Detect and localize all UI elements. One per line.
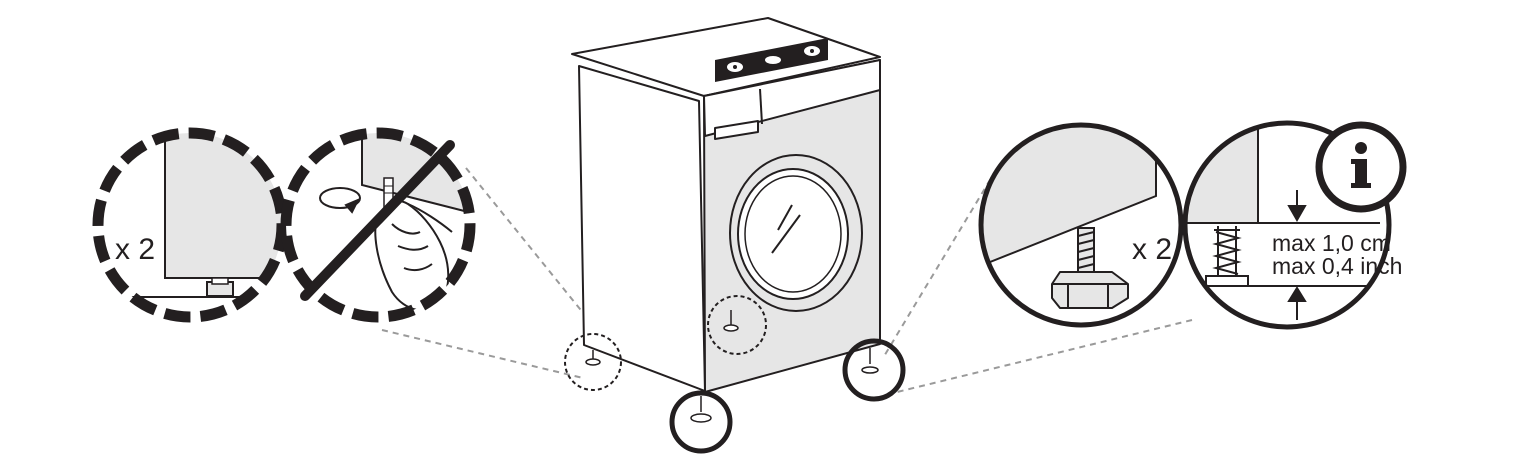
count-right-label: x 2 [1132,233,1172,266]
machine-top [571,17,881,97]
machine-foot-right [861,348,879,374]
spirit-level-icon [715,38,828,82]
count-left-label: x 2 [115,233,155,266]
marker-right-foot [842,338,906,402]
marker-spare-foot [707,295,767,355]
max-cm-label: max 1,0 cm [1272,230,1391,256]
info-icon [1315,121,1407,213]
detail-right-foot-closeup [978,122,1184,328]
max-inch-label: max 0,4 inch [1272,253,1402,279]
detail-left-machine-foot [92,127,288,323]
marker-left-foot [564,333,622,391]
detergent-drawer [714,120,759,140]
control-panel [703,59,881,137]
marker-front-foot [669,390,733,454]
machine-side [578,65,706,392]
door-glass [737,168,849,300]
dimension-arrows [1287,190,1307,320]
hand-icon [374,200,453,312]
machine-foot-left [585,350,601,366]
washing-machine [571,17,881,423]
leader-lines [381,167,1193,394]
spare-foot [723,310,739,332]
rotate-arrow-icon [319,187,361,214]
machine-foot-front [690,396,712,423]
detail-left-do-not-remove [280,127,476,323]
prohibited-slash-icon [300,140,455,301]
